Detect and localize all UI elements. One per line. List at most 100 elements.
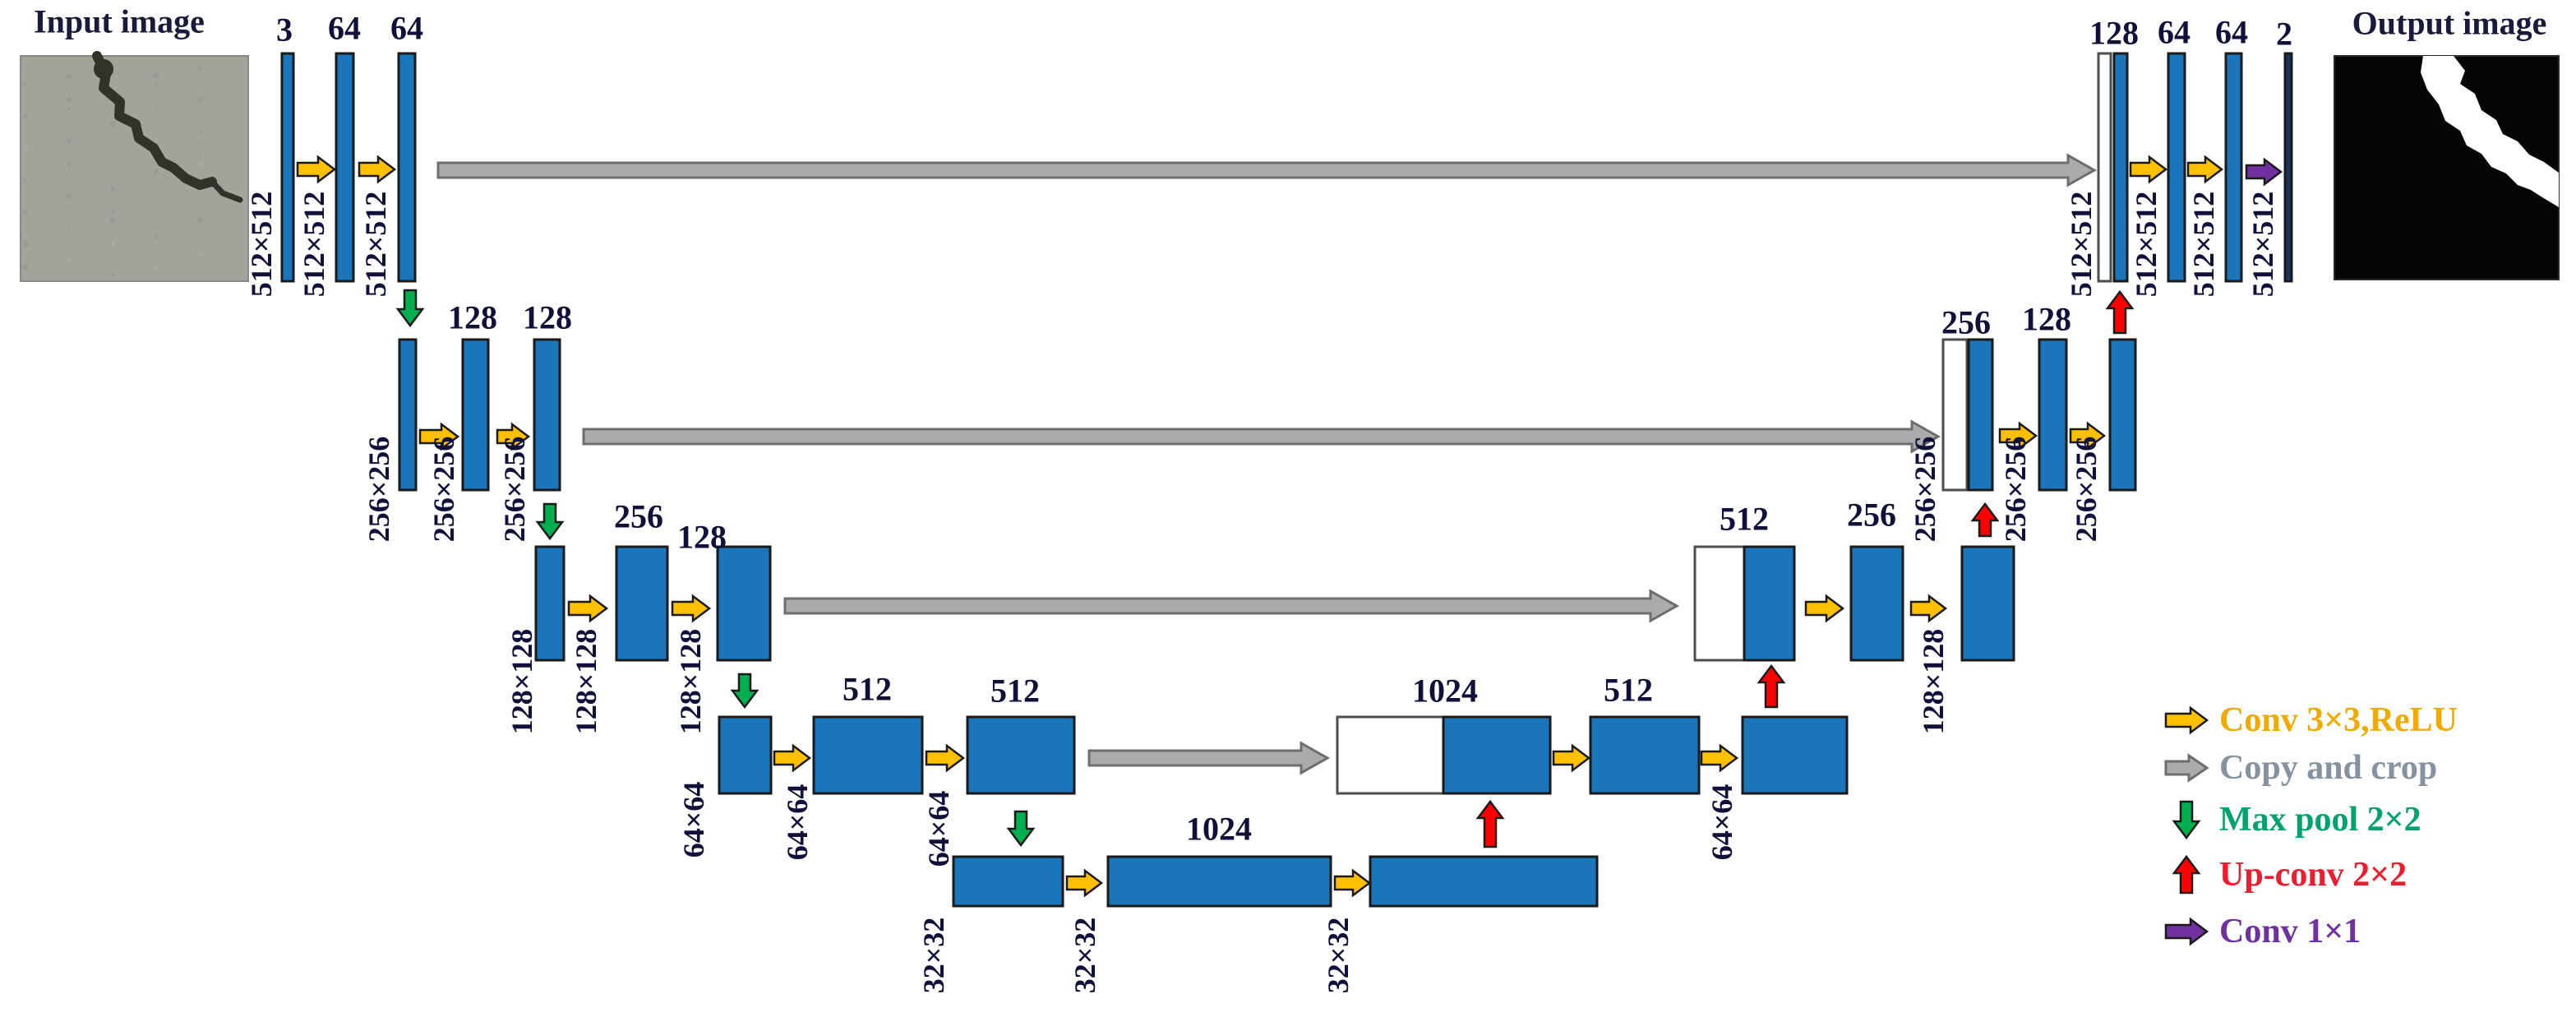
concrete-speckle [197, 162, 202, 167]
feature-map-enc1-conv0 [280, 52, 295, 283]
copy-arrow-icon [2164, 753, 2209, 783]
conv1x1-arrow-icon [2164, 917, 2209, 946]
concrete-speckle [66, 192, 72, 199]
skip-connection-4-icon [1087, 741, 1331, 775]
upconv-arrow-icon [1475, 799, 1505, 848]
feature-size-label: 32×32 [1069, 918, 1101, 994]
channel-count-label: 64 [2215, 14, 2248, 51]
feature-map-dec1-conv1 [2167, 52, 2186, 283]
skip-connection-1-icon [436, 153, 2098, 187]
feature-map-seg-map [2283, 52, 2293, 283]
channel-count-label: 64 [390, 10, 423, 47]
feature-map-enc3-conv2 [716, 545, 772, 662]
concrete-speckle [23, 210, 28, 215]
feature-size-label: 256×256 [427, 437, 460, 543]
concrete-speckle [197, 66, 202, 71]
concrete-speckle [66, 73, 72, 80]
feature-map-enc2-conv2 [533, 338, 561, 492]
copy-legend-label: Copy and crop [2219, 749, 2437, 787]
feature-map-enc3-pool [534, 545, 566, 662]
skip-connection-3-icon [783, 589, 1680, 623]
feature-size-label: 64×64 [922, 791, 955, 867]
conv-arrow-icon [1909, 594, 1948, 623]
channel-count-label: 512 [1604, 672, 1653, 709]
conv1x1-arrow-icon [2245, 157, 2283, 187]
feature-map-dec2-skip [1941, 338, 1969, 492]
channel-count-label: 1024 [1412, 673, 1478, 710]
concrete-speckle [154, 233, 159, 238]
feature-size-label: 128×128 [1917, 629, 1950, 735]
feature-size-label: 256×256 [1999, 437, 2032, 543]
feature-size-label: 128×128 [506, 629, 538, 735]
channel-count-label: 2 [2276, 16, 2292, 53]
conv-arrow-icon [418, 422, 460, 451]
concrete-speckle [155, 83, 158, 86]
channel-count-label: 512 [843, 671, 892, 708]
conv-arrow-icon [1804, 594, 1845, 623]
feature-map-dec2-upconv [1967, 338, 1994, 492]
maxpool-legend-label: Max pool 2×2 [2219, 801, 2421, 839]
conv-legend-label: Conv 3×3,ReLU [2219, 701, 2458, 739]
conv-arrow-icon [1998, 421, 2038, 451]
feature-map-dec3-skip [1693, 545, 1746, 662]
channel-count-label: 128 [523, 299, 572, 336]
feature-map-enc1-conv2 [397, 52, 417, 283]
conv-arrow-icon [773, 743, 812, 773]
conv-arrow-icon [2164, 705, 2209, 735]
input-photo [20, 55, 249, 282]
feature-size-label: 512×512 [2246, 192, 2279, 298]
concrete-speckle [67, 107, 71, 110]
feature-map-enc1-conv1 [335, 52, 355, 283]
concrete-speckle [111, 155, 114, 158]
feature-map-dec1-upconv [2112, 52, 2129, 283]
output-crack-mask [2421, 56, 2559, 207]
maxpool-arrow-icon [535, 502, 565, 541]
channel-count-label: 1024 [1186, 811, 1252, 848]
maxpool-arrow-icon [395, 289, 425, 328]
concrete-speckle [24, 82, 27, 86]
concrete-speckle [24, 59, 27, 62]
concrete-speckle [66, 96, 72, 103]
conv-arrow-icon [496, 422, 531, 451]
feature-map-dec4-skip [1336, 715, 1445, 795]
channel-count-label: 128 [2022, 301, 2071, 338]
concrete-speckle [67, 226, 71, 229]
feature-map-enc2-pool [398, 338, 418, 492]
concrete-speckle [198, 131, 201, 134]
conv-arrow-icon [671, 594, 712, 623]
concrete-speckle [153, 72, 159, 79]
concrete-speckle [155, 106, 158, 109]
channel-count-label: 512 [990, 673, 1040, 710]
concrete-speckle [67, 161, 72, 166]
feature-size-label: 512×512 [2130, 192, 2163, 298]
channel-count-label: 256 [614, 498, 663, 535]
feature-map-dec2-conv1 [2038, 338, 2068, 492]
feature-size-label: 512×512 [2065, 192, 2098, 298]
concrete-speckle [22, 145, 29, 151]
skip-connection-2-icon [582, 419, 1941, 454]
feature-size-label: 64×64 [781, 784, 814, 861]
feature-map-dec2-conv2 [2108, 338, 2137, 492]
upconv-arrow-icon [1757, 663, 1786, 709]
maxpool-arrow-icon [2172, 800, 2201, 840]
feature-map-enc4-conv1 [812, 715, 924, 795]
feature-map-dec4-upconv [1442, 715, 1552, 795]
feature-map-bottleneck-conv1 [1106, 855, 1332, 908]
conv-arrow-icon [925, 743, 966, 773]
feature-map-enc2-conv1 [461, 338, 490, 492]
upconv-arrow-icon [2172, 854, 2201, 895]
concrete-speckle [109, 217, 116, 224]
feature-size-label: 256×256 [2070, 437, 2103, 543]
upconv-legend-label: Up-conv 2×2 [2219, 856, 2407, 894]
feature-map-dec3-conv2 [1960, 545, 2015, 662]
feature-size-label: 512×512 [359, 192, 392, 298]
concrete-speckle [22, 241, 29, 247]
concrete-speckle [110, 209, 115, 214]
feature-map-bottleneck-conv2 [1369, 855, 1599, 908]
feature-size-label: 64×64 [677, 782, 710, 858]
input-image-title: Input image [34, 3, 205, 40]
conv-arrow-icon [2069, 421, 2107, 451]
concrete-speckle [23, 233, 28, 238]
concrete-speckle [111, 274, 114, 277]
feature-map-enc3-conv1 [615, 545, 669, 662]
